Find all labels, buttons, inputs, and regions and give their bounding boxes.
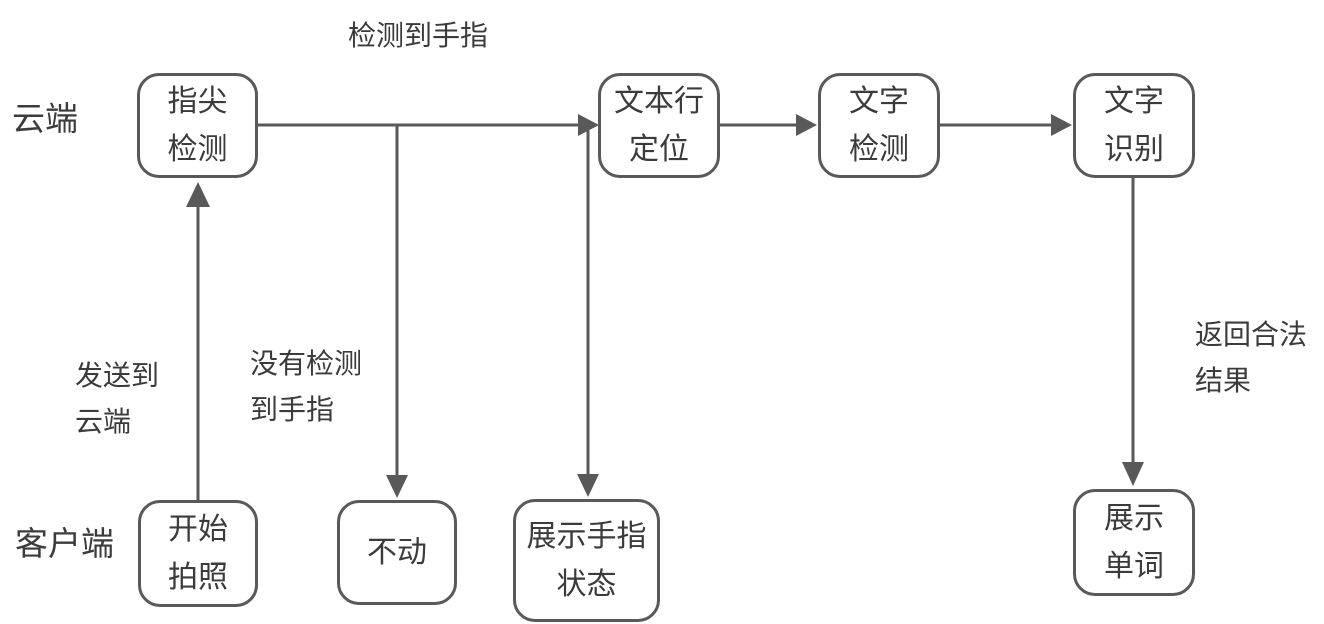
edge-label-finger-detected: 检测到手指 — [348, 20, 489, 51]
node-fingertip-detection-line1: 指尖 — [167, 84, 228, 118]
node-text-detection: 文字 检测 — [818, 73, 940, 178]
node-text-detection-line2: 检测 — [849, 132, 909, 166]
arrowhead-down-fingerstatus — [577, 474, 599, 497]
edge-label-no-finger-detected-line2: 到手指 — [250, 394, 335, 425]
edge-label-send-to-cloud-line1: 发送到 — [75, 360, 160, 391]
node-text-recognition: 文字 识别 — [1073, 73, 1195, 178]
arrowhead-up-fingertip — [186, 182, 210, 207]
node-text-line-location-line1: 文本行 — [614, 84, 704, 118]
node-fingertip-detection-line2: 检测 — [167, 132, 228, 166]
edge-label-no-finger-detected: 没有检测 到手指 — [250, 341, 362, 433]
edge-label-no-finger-detected-line1: 没有检测 — [250, 348, 363, 379]
arrowhead-down-showword — [1122, 462, 1144, 486]
arrowhead-down-staystill — [386, 475, 408, 498]
arrowhead-right-textdetect — [796, 114, 817, 136]
edge-label-return-valid-result-line1: 返回合法 — [1195, 319, 1308, 350]
node-text-detection-line1: 文字 — [849, 84, 909, 118]
node-text-line-location: 文本行 定位 — [598, 73, 720, 178]
node-fingertip-detection: 指尖 检测 — [137, 73, 258, 178]
node-start-photo-line1: 开始 — [168, 512, 228, 546]
node-show-word: 展示 单词 — [1073, 489, 1195, 596]
node-show-word-line1: 展示 — [1104, 501, 1164, 535]
node-show-word-line2: 单词 — [1104, 549, 1164, 583]
edge-label-send-to-cloud: 发送到 云端 — [75, 353, 159, 445]
edge-label-send-to-cloud-line2: 云端 — [75, 406, 132, 437]
node-text-line-location-line2: 定位 — [629, 132, 689, 166]
lane-label-cloud: 云端 — [12, 100, 78, 137]
node-stay-still: 不动 — [337, 500, 457, 605]
node-show-finger-status-line2: 状态 — [556, 567, 617, 601]
node-show-finger-status: 展示手指 状态 — [513, 499, 660, 622]
arrowhead-right-textrecog — [1051, 114, 1072, 136]
edge-label-return-valid-result: 返回合法 结果 — [1195, 312, 1307, 404]
node-start-photo-line2: 拍照 — [168, 560, 228, 594]
edge-label-return-valid-result-line2: 结果 — [1195, 365, 1252, 396]
node-stay-still-line1: 不动 — [367, 535, 427, 569]
node-text-recognition-line1: 文字 — [1104, 84, 1164, 118]
node-text-recognition-line2: 识别 — [1104, 132, 1164, 166]
node-show-finger-status-line1: 展示手指 — [526, 519, 647, 553]
lane-label-client: 客户端 — [15, 525, 114, 562]
node-start-photo: 开始 拍照 — [138, 500, 258, 607]
